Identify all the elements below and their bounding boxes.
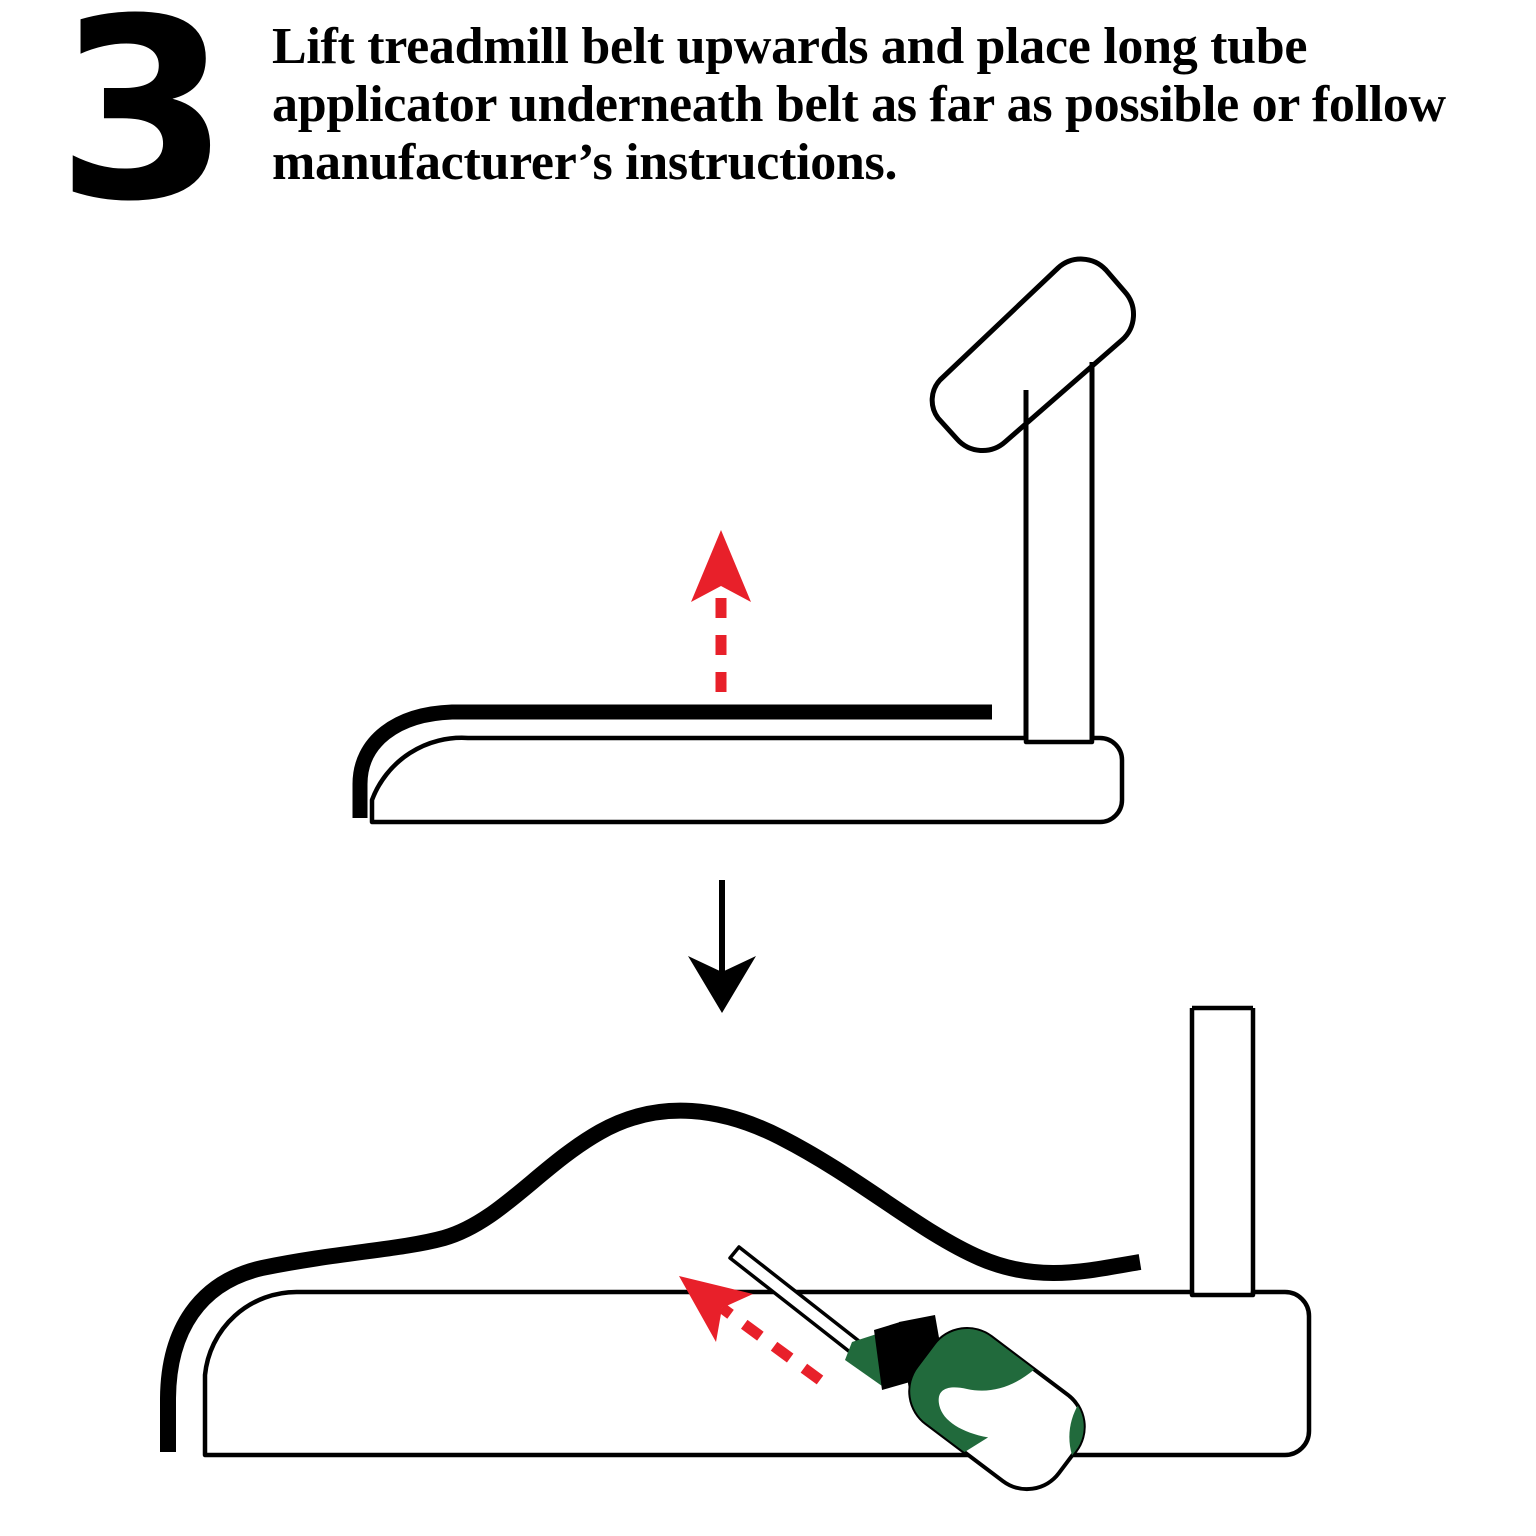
treadmill-deck-base-2 [202,1289,1312,1458]
lubricant-applicator [728,1245,1100,1492]
treadmill-upright-post [1023,362,1095,742]
step-instruction-text: Lift treadmill belt upwards and place lo… [272,18,1446,192]
insert-arrow-head [679,1276,753,1342]
treadmill-belt-lifted [160,1102,1142,1452]
step-header: 3 Lift treadmill belt upwards and place … [0,0,1536,252]
flow-arrow-head [688,956,756,1013]
step-number: 3 [56,0,230,256]
applicator-green-nozzle [845,1331,886,1386]
lift-arrow-red [691,530,751,692]
transition-arrow-black [688,880,756,1013]
figure-treadmill-flat [352,256,1137,825]
lift-arrow-head [691,530,751,602]
bottle-label-green [894,1312,1035,1453]
applicator-black-collar-a [874,1322,910,1390]
insert-arrow-red [679,1276,824,1385]
treadmill-console-panel [929,256,1137,454]
treadmill-deck-base [369,735,1125,825]
figure-treadmill-lifted [160,1005,1312,1492]
treadmill-upright-post-2 [1189,1005,1256,1295]
treadmill-belt-flat [352,704,992,818]
